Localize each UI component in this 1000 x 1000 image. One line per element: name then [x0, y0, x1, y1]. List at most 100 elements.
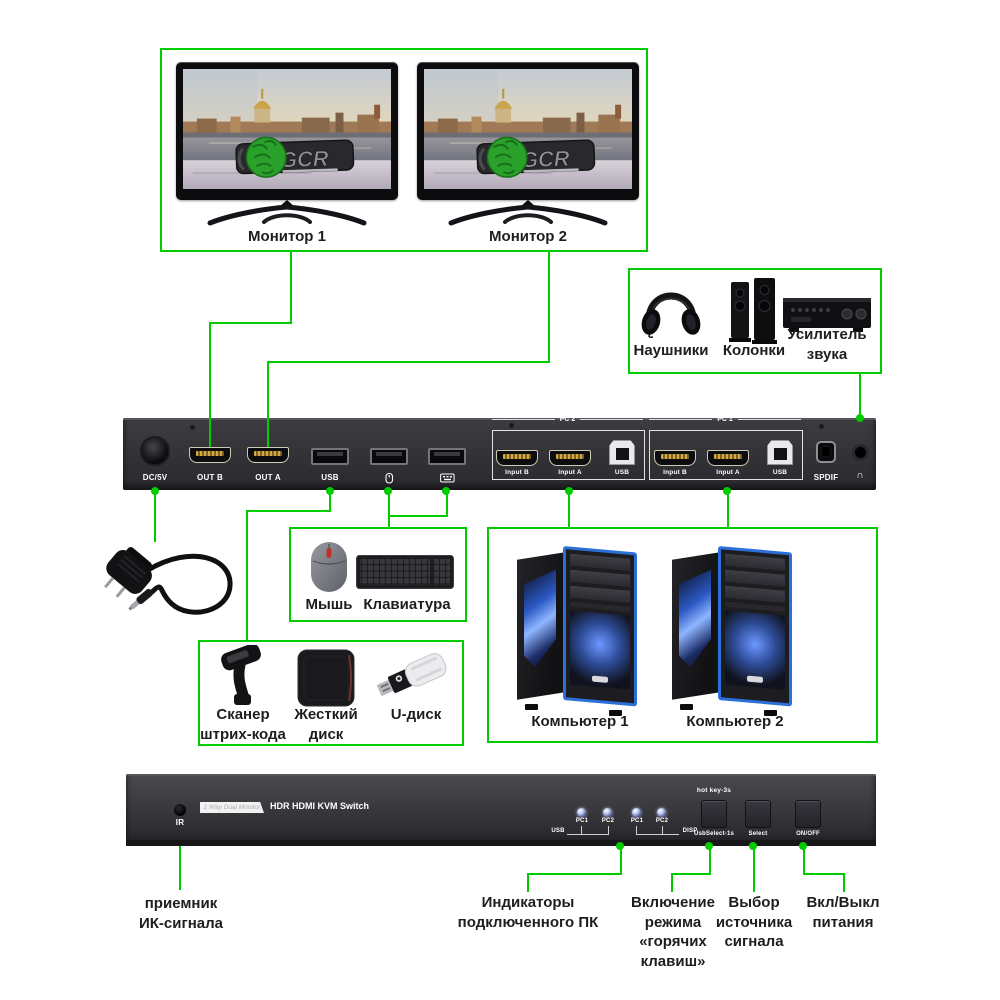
pc1-input-a-label: Input A [716, 469, 740, 476]
mouse-port-icon [385, 472, 394, 484]
model-badge: 2 Way Dual Monitor [200, 802, 264, 813]
led-label: PC1 [630, 818, 644, 824]
pc1-input-b-label: Input B [663, 469, 687, 476]
monitor-1-bezel: GCR [176, 62, 398, 200]
mouse-icon [311, 542, 347, 592]
usb-mouse-port [370, 448, 408, 465]
connector-hotkey [671, 874, 673, 892]
pc1-input-a-port [707, 450, 749, 466]
computer-1-label: Компьютер 1 [531, 713, 629, 730]
source-annotation: Выбор источника сигнала [715, 894, 793, 950]
monitor-1-stand [207, 200, 367, 226]
headphone-jack-icon: ∩ [856, 470, 864, 481]
monitor-2: GCR [417, 62, 639, 226]
spdif-label: SPDIF [813, 473, 839, 482]
dc-power-port [140, 436, 170, 466]
connector-keyboard [446, 490, 448, 517]
led-label: PC2 [601, 818, 615, 824]
computer-foot [525, 704, 538, 710]
pc2-usb-b-port [609, 440, 635, 465]
pc2-group-title: PC 2 [492, 416, 643, 423]
gcr-logo-text: GCR [521, 146, 571, 173]
connector-monitor1 [290, 252, 292, 323]
usb-select-button [701, 800, 727, 828]
onoff-button [795, 800, 821, 828]
connector-monitor2 [267, 362, 269, 447]
out-a-label: OUT A [255, 473, 281, 482]
monitor-1-screen: GCR [183, 69, 391, 189]
computer-window-glow [679, 570, 711, 669]
usb-flash-icon [376, 653, 447, 697]
ir-receiver [174, 804, 186, 816]
computer-2 [672, 546, 792, 716]
out-b-label: OUT B [197, 473, 223, 482]
usb-pc1-led [577, 808, 586, 817]
disp-group-label: DISP [682, 828, 698, 834]
computer-2-label: Компьютер 2 [686, 713, 784, 730]
hdmi-out-b-port [189, 447, 231, 463]
pc2-input-a-label: Input A [558, 469, 582, 476]
hotkey-note: hot key-3s [696, 787, 732, 794]
connector-hotkey [671, 873, 711, 875]
headphone-jack-port [852, 444, 869, 461]
disp-pc1-led [632, 808, 641, 817]
ir-label: IR [175, 818, 185, 827]
spdif-port [816, 441, 836, 463]
computer-front-panel [718, 546, 792, 707]
connector-power [154, 490, 156, 542]
hard-disk-icon [297, 649, 355, 707]
gcr-logo-text: GCR [280, 146, 330, 173]
connector-power-btn [843, 874, 845, 892]
scanner-label: Сканер штрих-кода [200, 706, 286, 743]
connector-power-btn [803, 873, 845, 875]
dc-port-label: DC/5V [142, 473, 168, 482]
connector-power-btn [803, 846, 805, 875]
usb-keyboard-port [428, 448, 466, 465]
computer-foot [680, 704, 693, 710]
amplifier-label: Усилитель звука [787, 326, 867, 363]
headphones-icon [641, 292, 701, 338]
monitor-2-label: Монитор 2 [489, 228, 567, 245]
connector-dot [856, 414, 864, 422]
pc2-input-b-port [496, 450, 538, 466]
usb-select-button-label: UsbSelect-1s [693, 831, 735, 837]
amplifier-icon [783, 298, 871, 332]
pinecone-icon [486, 136, 528, 178]
screw-icon [818, 423, 825, 430]
udisk-label: U-диск [390, 706, 442, 723]
computer-front-panel [563, 546, 637, 707]
connector-indicators [527, 873, 622, 875]
connector-monitor2 [267, 361, 550, 363]
screw-icon [508, 422, 515, 429]
usb-group-label: USB [551, 828, 565, 834]
model-name: HDR HDMI KVM Switch [270, 801, 369, 811]
kvm-front-panel: IR 2 Way Dual Monitor HDR HDMI KVM Switc… [126, 774, 876, 846]
disp-pc2-led [657, 808, 666, 817]
select-button-label: Select [748, 831, 768, 837]
gcr-logo: GCR [235, 136, 355, 178]
pc1-group-title: PC 1 [649, 416, 801, 423]
computer-foot [609, 710, 622, 716]
connector-usb-devices [246, 512, 248, 640]
speakers-label: Колонки [722, 342, 786, 359]
screw-icon [189, 424, 196, 431]
barcode-scanner-icon [221, 645, 261, 705]
pinecone-icon [245, 136, 287, 178]
connector-pc2 [568, 490, 570, 527]
usb-pc2-led [603, 808, 612, 817]
led-label: PC1 [575, 818, 589, 824]
connector-pc1 [727, 490, 729, 527]
connector-indicators [620, 846, 622, 875]
keyboard-label: Клавиатура [363, 596, 451, 613]
computer-side-panel [672, 552, 720, 700]
computer-side-panel [517, 552, 565, 700]
connector-audio [859, 374, 861, 419]
usb-port-label: USB [321, 473, 339, 482]
select-button [745, 800, 771, 828]
ir-annotation: приемник ИК-сигнала [138, 895, 224, 932]
connector-select [753, 846, 755, 892]
hotkey-annotation: Включение режима «горячих клавиш» [631, 894, 715, 970]
connector-monitor1 [209, 323, 211, 447]
pc2-usb-label: USB [614, 469, 630, 476]
